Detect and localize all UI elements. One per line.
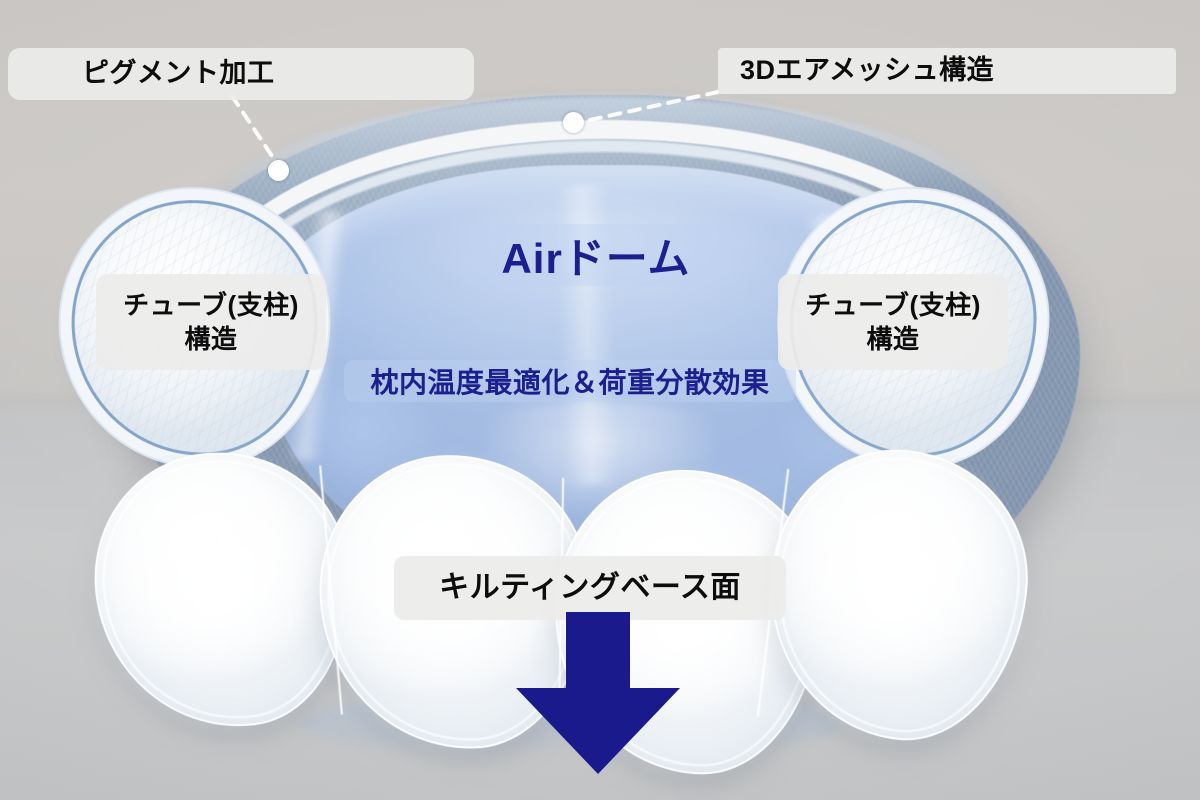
thermal-load-effect-label: 枕内温度最適化＆荷重分散効果 bbox=[344, 360, 796, 402]
callout-line-2: 構造 bbox=[866, 324, 920, 354]
callout-pigment-finish: ピグメント加工 bbox=[8, 48, 474, 100]
callout-line-1: チューブ(支柱) bbox=[805, 289, 981, 320]
air-dome-label: Airドーム bbox=[462, 224, 730, 286]
callout-line-1: チューブ(支柱) bbox=[123, 289, 299, 320]
white-marker-dot-pigment bbox=[268, 160, 289, 181]
callout-line-2: 構造 bbox=[184, 324, 238, 354]
white-marker-dot-mesh bbox=[563, 112, 584, 133]
down-arrow-icon bbox=[516, 612, 680, 774]
callout-3d-air-mesh: 3Dエアメッシュ構造 bbox=[718, 48, 1176, 94]
callout-tube-structure-left: チューブ(支柱) 構造 bbox=[96, 274, 326, 370]
callout-quilting-base-surface: キルティングベース面 bbox=[394, 556, 786, 620]
callout-tube-structure-right: チューブ(支柱) 構造 bbox=[778, 274, 1008, 370]
